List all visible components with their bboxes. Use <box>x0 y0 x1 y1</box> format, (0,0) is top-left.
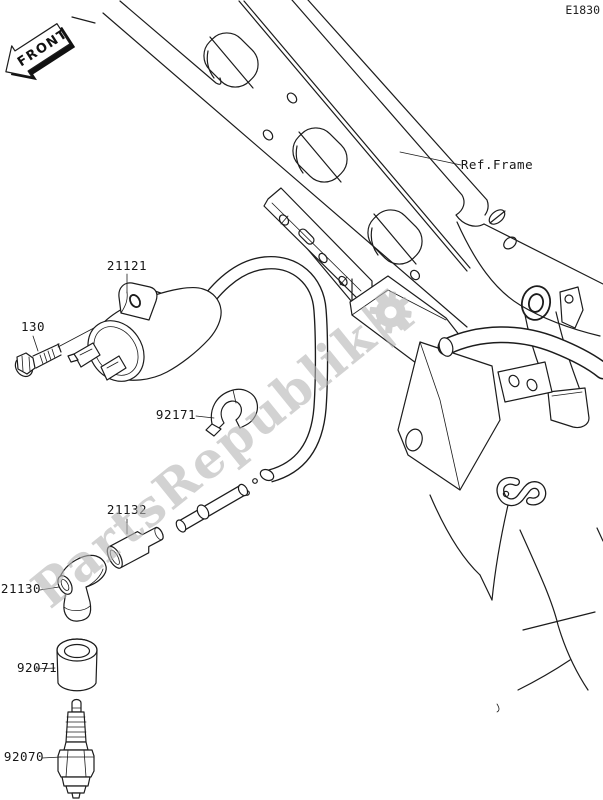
spark-plug-cable-drawing <box>175 256 329 533</box>
frame-hole <box>409 269 421 281</box>
gear-icon <box>369 291 412 334</box>
frame-hook <box>496 476 547 507</box>
frame-hole <box>262 129 274 141</box>
frame-oval-cutout <box>367 209 423 265</box>
plug-cap-drawing <box>57 554 107 622</box>
gusset-hole <box>503 236 517 250</box>
frame-grommet <box>520 285 552 321</box>
part-label-plug-cap: 21130 <box>1 581 41 596</box>
part-label-cable-joint: 21132 <box>107 502 147 517</box>
spark-plug-drawing <box>57 698 95 799</box>
coil-bracket <box>118 282 158 321</box>
frame-drawing <box>71 0 603 713</box>
svg-text:PartsRepublik|[: PartsRepublik|[ <box>20 277 423 620</box>
part-label-plug-boot: 92071 <box>17 660 57 675</box>
part-label-spark-plug: 92070 <box>4 749 44 764</box>
frame-tab <box>559 286 584 329</box>
plug-boot-drawing <box>56 638 98 692</box>
part-label-bolt: 130 <box>21 319 45 334</box>
front-arrow-icon <box>5 23 71 78</box>
bolt-drawing <box>14 310 127 378</box>
part-label-ignition-coil: 21121 <box>107 258 147 273</box>
ignition-coil-drawing <box>67 282 222 382</box>
gusset-slotted-hole <box>488 209 506 225</box>
frame-oval-cutout <box>292 127 348 183</box>
front-arrow-marker: FRONT <box>5 23 76 81</box>
part-label-clamp: 92171 <box>156 407 196 422</box>
frame-hole <box>286 92 298 104</box>
frame-oval-cutout <box>203 32 259 89</box>
sheet-code: E1830 <box>565 3 600 17</box>
cable-joint-drawing <box>106 526 164 569</box>
coil-terminals <box>67 342 127 381</box>
cable-collar <box>196 504 210 520</box>
clamp-drawing <box>205 388 259 437</box>
ref-frame-label: Ref.Frame <box>461 157 533 172</box>
watermark: PartsRepublik|[ <box>20 277 423 620</box>
harness-cable <box>437 326 603 380</box>
leader-lines <box>32 151 462 759</box>
cable-break-mark <box>252 478 258 484</box>
